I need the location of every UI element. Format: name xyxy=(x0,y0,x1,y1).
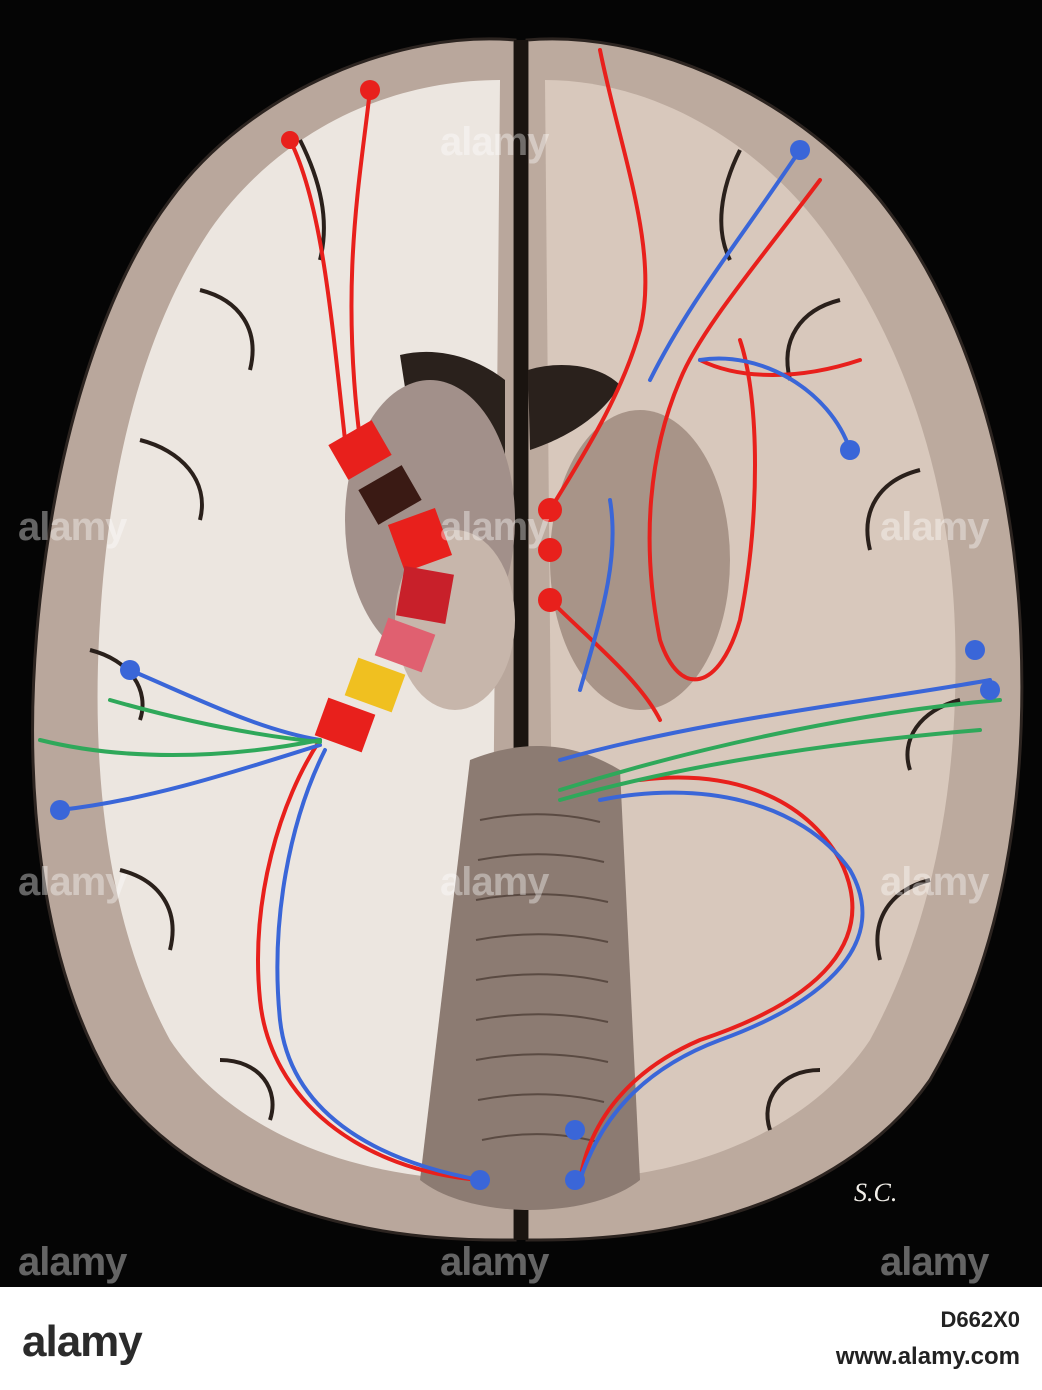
watermark-4: alamy xyxy=(18,860,127,904)
left-green-tracts xyxy=(38,698,322,757)
right-green-tracts xyxy=(558,698,1002,802)
watermark-9: alamy xyxy=(880,1240,989,1284)
cerebellar-folia xyxy=(475,813,609,1143)
right-lentiform xyxy=(550,410,730,710)
artist-signature: S.C. xyxy=(854,1178,898,1207)
right-blue-tracts xyxy=(558,148,992,1182)
watermark-2: alamy xyxy=(440,505,549,549)
left-blue-tracts xyxy=(58,668,482,1182)
watermark-8: alamy xyxy=(440,1240,549,1284)
watermark-3: alamy xyxy=(880,505,989,549)
internal-capsule-band xyxy=(314,420,454,753)
right-ventricle xyxy=(528,365,620,450)
watermark-1: alamy xyxy=(18,505,127,549)
watermark-10: alamy xyxy=(440,120,549,164)
brain-chart-poster: alamy alamy alamy alamy alamy alamy alam… xyxy=(0,0,1042,1287)
footer-info: D662X0 www.alamy.com xyxy=(836,1307,1020,1371)
right-red-tracts xyxy=(548,48,862,1182)
site-url[interactable]: www.alamy.com xyxy=(835,1343,1020,1370)
left-white-matter xyxy=(97,80,500,1180)
brainstem-cerebellum xyxy=(420,746,640,1210)
image-id: D662X0 xyxy=(940,1307,1020,1332)
alamy-logo: alamy xyxy=(22,1317,143,1366)
neuron-cells xyxy=(50,80,1000,1190)
brain-illustration xyxy=(31,37,1024,1242)
watermark-6: alamy xyxy=(880,860,989,904)
left-red-tracts xyxy=(256,88,482,1182)
watermark-7: alamy xyxy=(18,1240,127,1284)
watermark-5: alamy xyxy=(440,860,549,904)
stock-footer: alamy D662X0 www.alamy.com xyxy=(0,1287,1042,1390)
